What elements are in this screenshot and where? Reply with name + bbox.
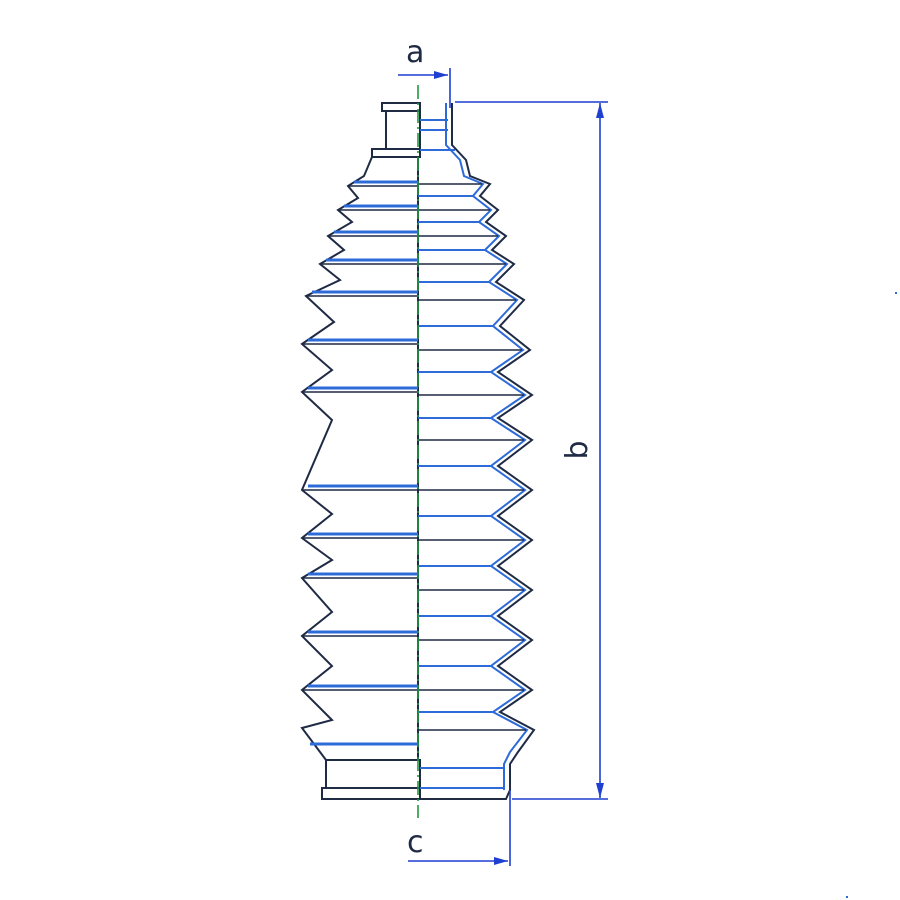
- small-end-collar: [371, 102, 455, 158]
- dimension-a-label: a: [406, 35, 424, 70]
- bellows-right-wall-inner: [445, 103, 529, 790]
- dimension-c: c: [407, 790, 511, 866]
- bellows-right-wall: [418, 103, 536, 800]
- dimension-a: a: [398, 35, 451, 108]
- left-pleat-shading: [302, 180, 418, 746]
- dimension-c-label: c: [407, 825, 424, 860]
- dimension-b-label: b: [560, 440, 595, 459]
- bellows-left-body: [300, 156, 419, 761]
- stray-dot: [846, 896, 848, 898]
- bellows-right-section: [418, 103, 536, 800]
- dimension-b: b: [455, 101, 608, 800]
- bellows-left-half: [300, 156, 419, 761]
- right-pleat-lines: [418, 183, 526, 731]
- large-end-collar: [321, 759, 504, 800]
- stray-dot: [895, 292, 897, 294]
